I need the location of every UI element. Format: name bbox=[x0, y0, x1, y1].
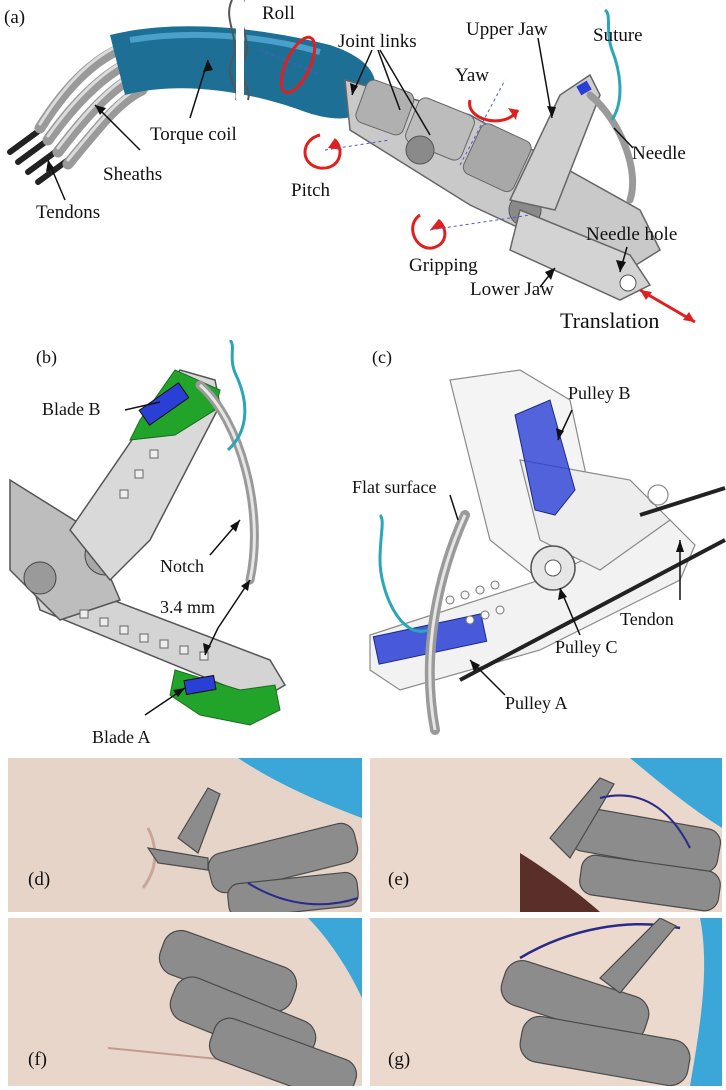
photo-f: (f) bbox=[8, 918, 362, 1086]
needle-label: Needle bbox=[632, 143, 686, 164]
suture-illustration bbox=[603, 8, 622, 121]
panel-a: (a) Roll Joint links Upper Jaw Suture Ya… bbox=[0, 0, 726, 340]
lower-jaw-illustration bbox=[509, 208, 652, 301]
upper-jaw-label: Upper Jaw bbox=[466, 19, 548, 40]
yaw-label: Yaw bbox=[455, 65, 489, 86]
sheaths-label: Sheaths bbox=[103, 164, 163, 185]
photo-f-tag: (f) bbox=[28, 1049, 47, 1070]
photo-g: (g) bbox=[370, 918, 722, 1086]
blade-b-label: Blade B bbox=[42, 399, 101, 419]
photo-d: (d) bbox=[8, 758, 362, 912]
pulley-a-label: Pulley A bbox=[505, 693, 568, 713]
tendon-c bbox=[459, 538, 726, 682]
tendon-label: Tendon bbox=[620, 609, 674, 629]
panel-c-illustration bbox=[369, 369, 726, 735]
suture-label: Suture bbox=[593, 25, 643, 46]
gripping-label: Gripping bbox=[409, 255, 478, 276]
dimension-label: 3.4 mm bbox=[160, 597, 216, 617]
joint-links-label: Joint links bbox=[338, 31, 417, 52]
panel-a-tag: (a) bbox=[4, 7, 26, 28]
pitch-arrow bbox=[303, 133, 342, 170]
pulley-b-part bbox=[514, 399, 576, 516]
panel-b: (b) Blade B Notch 3.4 mm Blade A bbox=[0, 340, 340, 750]
translation-label: Translation bbox=[560, 308, 660, 333]
blade-a-label: Blade A bbox=[92, 727, 151, 747]
lower-jaw-label: Lower Jaw bbox=[470, 279, 554, 300]
panel-a-illustration bbox=[7, 0, 696, 324]
photo-g-tag: (g) bbox=[388, 1049, 411, 1070]
suture-c bbox=[378, 513, 429, 633]
blade-b bbox=[138, 382, 190, 426]
pulley-b-label: Pulley B bbox=[568, 383, 631, 403]
gripping-arrow bbox=[411, 213, 447, 250]
joint-links-illustration bbox=[344, 78, 661, 276]
flat-surface-label: Flat surface bbox=[352, 477, 437, 497]
photo-e-tag: (e) bbox=[388, 869, 410, 890]
panel-c: (c) Pulley B Flat surface Tendon Pulley … bbox=[340, 340, 726, 750]
photo-e: (e) bbox=[370, 758, 722, 912]
pulley-c-label: Pulley C bbox=[555, 637, 618, 657]
roll-arrow bbox=[279, 35, 317, 95]
roll-label: Roll bbox=[262, 3, 295, 24]
needle-hole-label: Needle hole bbox=[586, 224, 678, 245]
panel-c-tag: (c) bbox=[372, 347, 392, 367]
tendons-label: Tendons bbox=[36, 202, 101, 223]
suture-b bbox=[226, 340, 247, 452]
panel-b-tag: (b) bbox=[36, 347, 57, 367]
photo-d-tag: (d) bbox=[28, 869, 51, 890]
blade-a bbox=[183, 674, 217, 696]
needle-illustration bbox=[586, 91, 637, 204]
torque-coil-label: Torque coil bbox=[150, 124, 237, 145]
notch-label: Notch bbox=[160, 556, 204, 576]
pitch-label: Pitch bbox=[291, 180, 331, 201]
panel-b-illustration bbox=[9, 340, 287, 726]
